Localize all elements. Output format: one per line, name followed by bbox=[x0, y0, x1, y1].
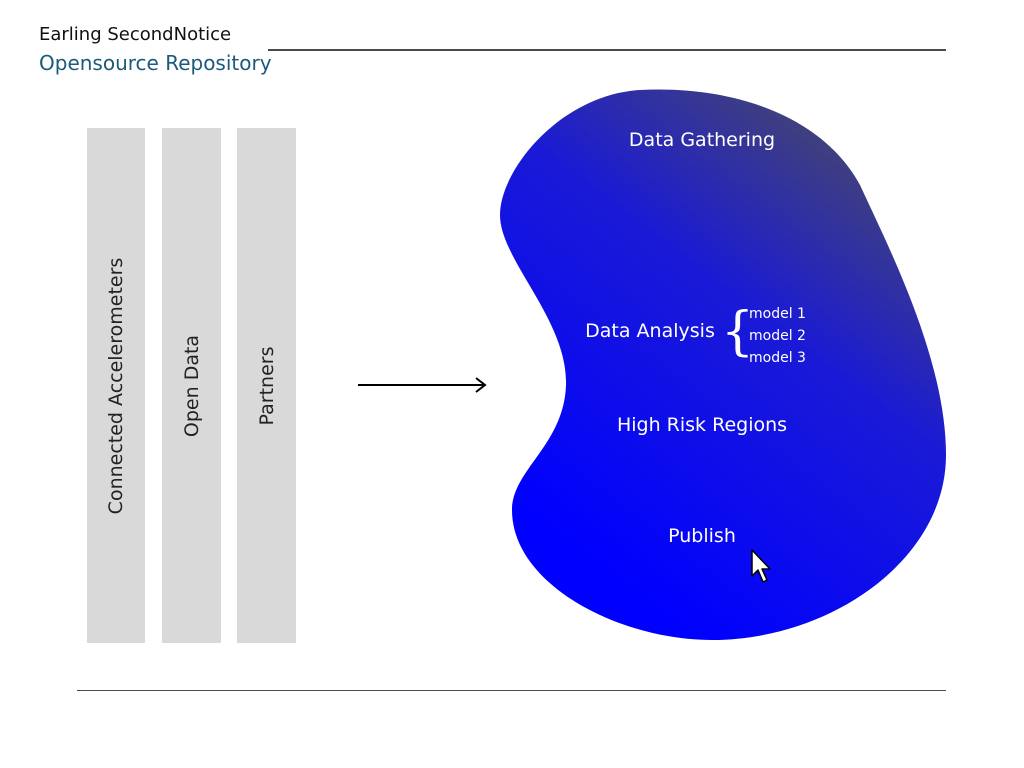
step-data-analysis: Data Analysis bbox=[585, 320, 715, 342]
model-item: model 2 bbox=[749, 328, 806, 344]
source-bar-partners: Partners bbox=[237, 128, 296, 643]
footer-divider bbox=[77, 690, 946, 691]
source-bar-open-data: Open Data bbox=[162, 128, 221, 643]
mouse-pointer-icon bbox=[751, 549, 771, 583]
source-bar-connected-accelerometers: Connected Accelerometers bbox=[87, 128, 145, 643]
page-subtitle: Opensource Repository bbox=[39, 51, 272, 75]
page-title: Earling SecondNotice bbox=[39, 24, 232, 45]
left-curly-brace-icon: { bbox=[721, 302, 755, 362]
header-divider bbox=[268, 49, 946, 51]
model-item: model 3 bbox=[749, 350, 806, 366]
right-arrow-icon bbox=[358, 377, 487, 393]
model-item: model 1 bbox=[749, 306, 806, 322]
step-publish: Publish bbox=[668, 525, 736, 547]
model-list: model 1 model 2 model 3 bbox=[749, 303, 806, 369]
step-high-risk-regions: High Risk Regions bbox=[616, 414, 788, 436]
step-data-gathering: Data Gathering bbox=[628, 129, 776, 151]
